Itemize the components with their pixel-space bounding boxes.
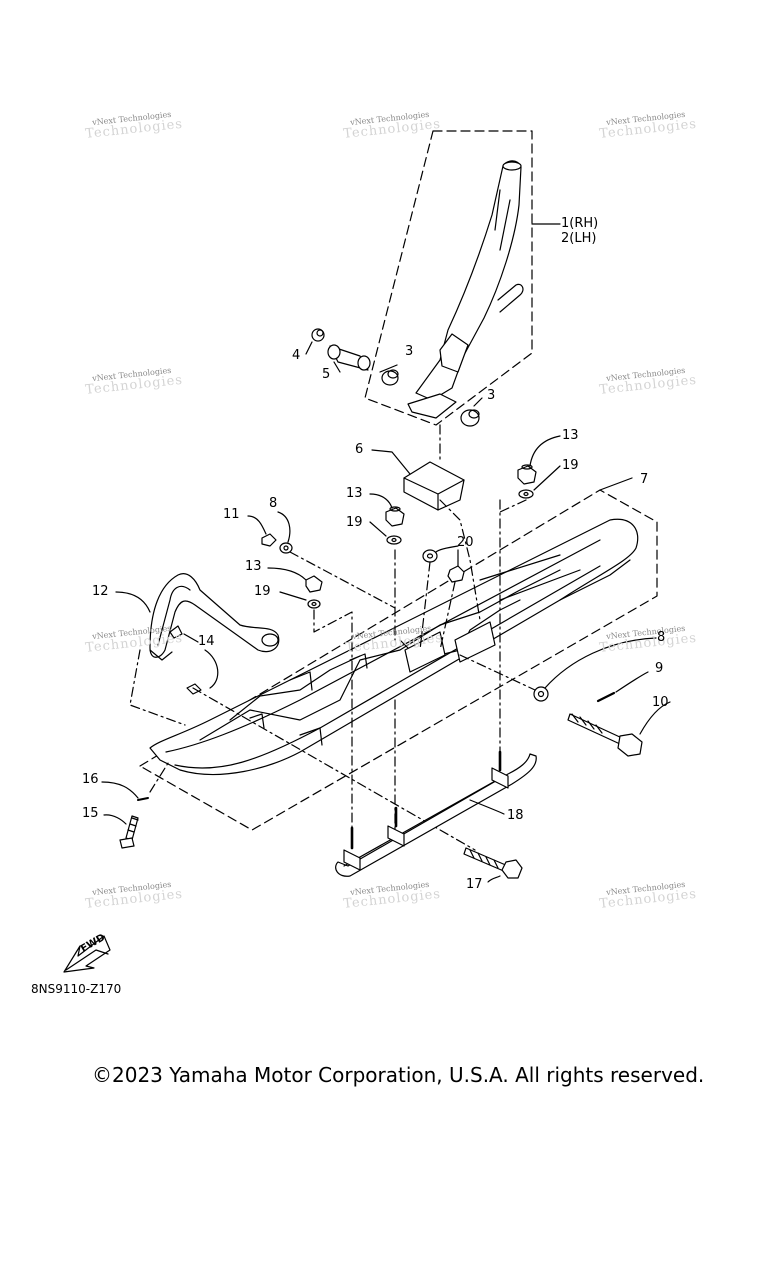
part-label-8: 8 <box>657 630 666 645</box>
nut-13-center <box>385 506 405 527</box>
nut-11 <box>261 533 277 547</box>
bolt-10 <box>567 713 643 757</box>
part-label-8: 8 <box>269 496 278 511</box>
nut-13-left <box>305 575 323 593</box>
part-label-16: 16 <box>82 772 99 787</box>
bolt-15 <box>119 815 139 849</box>
part-label-19: 19 <box>346 515 363 530</box>
part-label-18: 18 <box>507 808 524 823</box>
part-label-11: 11 <box>223 507 240 522</box>
part-label-13: 13 <box>562 428 579 443</box>
nut-13-right <box>517 464 537 485</box>
washer-8-left <box>279 542 293 554</box>
block-6 <box>403 461 465 511</box>
bushing-4 <box>311 328 325 342</box>
part-label-20: 20 <box>457 535 474 550</box>
part-label-6: 6 <box>355 442 364 457</box>
handle-12 <box>149 573 280 661</box>
part-label-19: 19 <box>254 584 271 599</box>
part-label-5: 5 <box>322 367 331 382</box>
part-label-9: 9 <box>655 661 664 676</box>
sleeve-5 <box>327 344 371 371</box>
steering-column <box>407 160 524 419</box>
nut-20 <box>447 565 465 583</box>
washer-19-right <box>518 489 534 499</box>
part-label-3: 3 <box>405 344 414 359</box>
part-label-12: 12 <box>92 584 109 599</box>
washer-8-right <box>533 686 549 702</box>
ski-body <box>149 518 639 776</box>
part-label-14: 14 <box>198 634 215 649</box>
washer-19-center <box>386 535 402 545</box>
runner-18 <box>335 750 537 877</box>
part-label-7: 7 <box>640 472 649 487</box>
copyright-notice: ©2023 Yamaha Motor Corporation, U.S.A. A… <box>92 1063 705 1087</box>
part-label-4: 4 <box>292 348 301 363</box>
part-label-17: 17 <box>466 877 483 892</box>
nut-14 <box>169 625 183 639</box>
diagram-code: 8NS9110-Z170 <box>31 982 122 996</box>
part-label-15: 15 <box>82 806 99 821</box>
collar-3-bottom <box>460 409 480 427</box>
collar-3-top <box>381 369 399 386</box>
part-label-13: 13 <box>346 486 363 501</box>
part-label-10: 10 <box>652 695 669 710</box>
pin-9 <box>596 691 616 703</box>
clip-16 <box>137 797 149 801</box>
part-label-1: 1(RH) <box>561 216 599 231</box>
washer-20 <box>422 549 438 563</box>
fwd-arrow-icon <box>63 935 111 973</box>
washer-19-left <box>307 599 321 609</box>
part-label-19: 19 <box>562 458 579 473</box>
part-label-2: 2(LH) <box>561 231 597 246</box>
ski-outline <box>139 489 658 831</box>
bolt-17 <box>463 847 523 879</box>
part-label-13: 13 <box>245 559 262 574</box>
part-label-3: 3 <box>487 388 496 403</box>
steering-group-outline <box>364 130 533 426</box>
